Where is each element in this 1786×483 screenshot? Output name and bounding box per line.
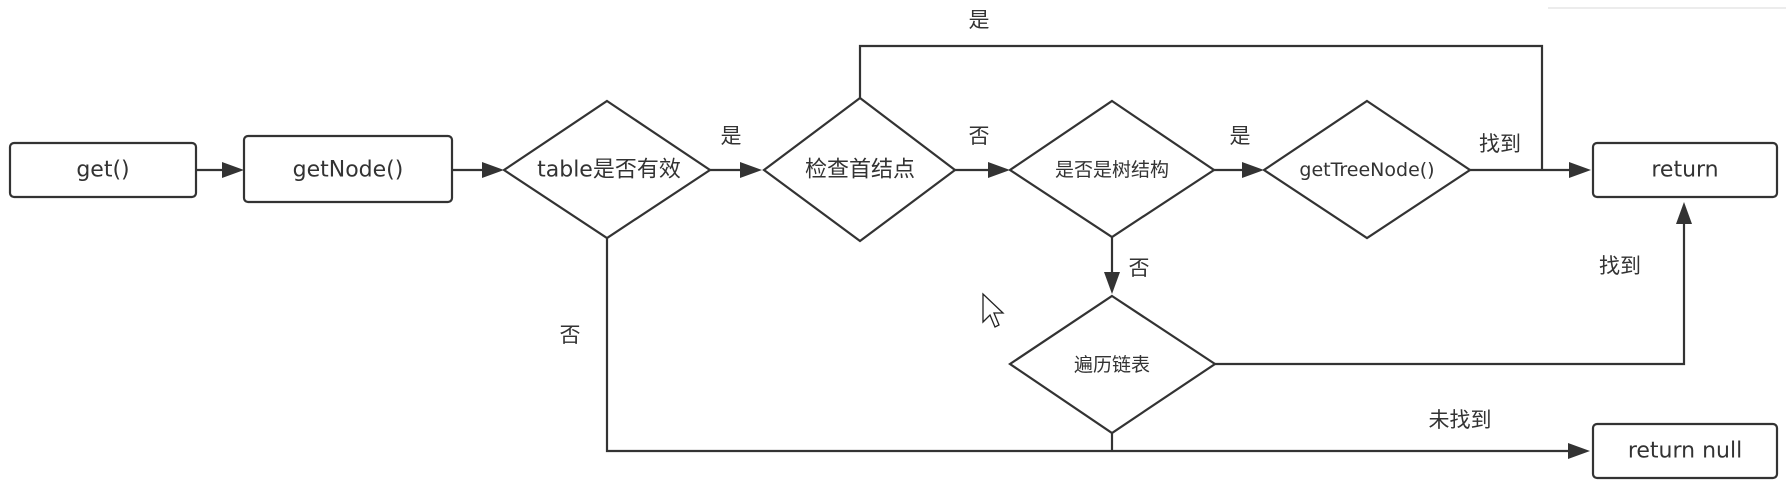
- node-return[interactable]: return: [1591, 141, 1779, 199]
- node-getnode-label: getNode(): [293, 158, 404, 183]
- edges: [196, 44, 1692, 459]
- node-return-null-label: return null: [1628, 439, 1742, 464]
- arrow-table-to-check: [740, 162, 762, 178]
- node-table-valid[interactable]: table是否有效: [502, 99, 712, 240]
- node-get[interactable]: get(): [8, 141, 198, 199]
- node-is-tree[interactable]: 是否是树结构: [1008, 99, 1216, 239]
- node-return-label: return: [1651, 158, 1718, 183]
- edge-table-no-to-null: [605, 238, 1570, 453]
- arrow-getnode-to-table: [482, 162, 504, 178]
- node-traverse-list[interactable]: 遍历链表: [1008, 294, 1217, 435]
- label-tree-yes: 是: [1230, 124, 1251, 148]
- arrow-get-to-getnode: [222, 162, 244, 178]
- mouse-pointer-icon: [982, 292, 1005, 328]
- label-table-yes: 是: [721, 124, 742, 148]
- node-check-first-label: 检查首结点: [805, 158, 915, 183]
- node-gettreenode[interactable]: getTreeNode(): [1262, 99, 1472, 240]
- label-check-top-yes: 是: [969, 8, 990, 32]
- label-check-no: 否: [969, 124, 990, 148]
- node-traverse-list-label: 遍历链表: [1074, 354, 1150, 376]
- edge-traverse-to-return: [1215, 222, 1686, 366]
- label-list-found: 找到: [1599, 254, 1641, 278]
- edge-labels: 是 是 否 是 找到 否 否 找到 未找到: [560, 8, 1642, 432]
- node-table-valid-label: table是否有效: [537, 158, 681, 183]
- node-getnode[interactable]: getNode(): [242, 134, 454, 204]
- arrow-tree-to-gettreenode: [1242, 162, 1264, 178]
- arrow-check-to-tree: [988, 162, 1010, 178]
- node-gettreenode-label: getTreeNode(): [1299, 159, 1434, 181]
- node-check-first[interactable]: 检查首结点: [762, 96, 957, 243]
- label-tree-found: 找到: [1479, 132, 1521, 156]
- label-table-no: 否: [560, 323, 581, 347]
- arrow-to-return-null: [1568, 443, 1590, 459]
- label-tree-no: 否: [1129, 256, 1150, 280]
- arrow-gettreenode-to-return: [1569, 162, 1591, 178]
- arrow-traverse-to-return: [1676, 202, 1692, 224]
- label-not-found: 未找到: [1429, 408, 1492, 432]
- node-get-label: get(): [76, 158, 129, 183]
- arrow-tree-to-traverse: [1104, 272, 1120, 294]
- node-is-tree-label: 是否是树结构: [1055, 159, 1169, 181]
- edge-check-top-to-return: [858, 44, 1544, 170]
- node-return-null[interactable]: return null: [1591, 422, 1779, 480]
